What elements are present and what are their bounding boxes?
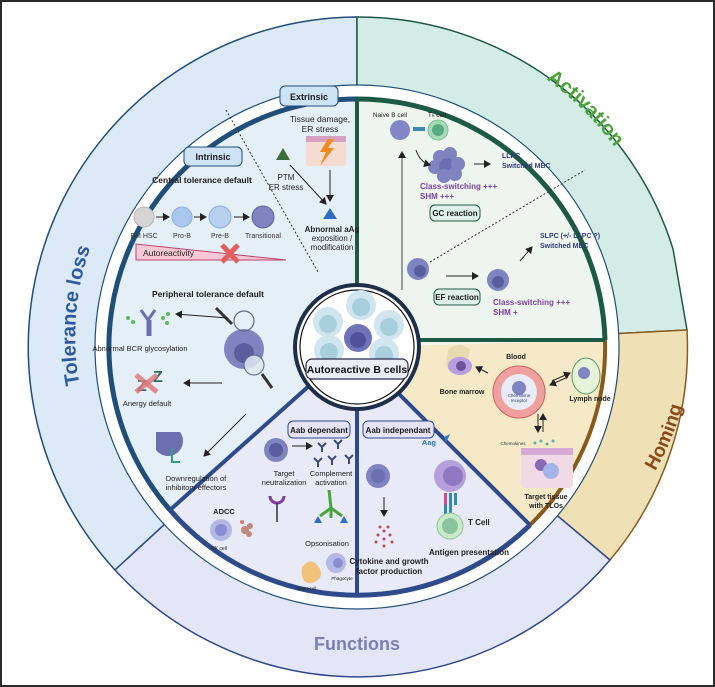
extrinsic-group: Extrinsic Tissue damage, ER stress PTM E… <box>225 85 360 273</box>
gc-class-switching: Class-switching +++ <box>420 182 497 191</box>
activation-group: Naive B cell Tₕ cell LLPC Switched MBC C… <box>373 112 600 317</box>
naive-b-label: Naive B cell <box>373 112 408 119</box>
autoreactivity-label: Autoreactivity <box>143 248 195 258</box>
target-debris-icon <box>240 520 253 537</box>
receptor-neutralization-icon <box>268 495 286 522</box>
peripheral-title: Peripheral tolerance default <box>152 289 264 299</box>
blood-label: Blood <box>506 354 526 361</box>
ef-output-slpc: SLPC (+/- LLPC ?) <box>540 233 600 240</box>
aab-independant-pill: Aab independant <box>366 426 431 435</box>
ef-shm: SHM + <box>493 308 518 317</box>
th-cell-label: Tₕ cell <box>428 112 447 119</box>
intrinsic-group: Intrinsic Central tolerance default BM H… <box>130 146 287 264</box>
opsonisation-label: Opsonisation <box>305 539 349 548</box>
gc-b-cell-cluster-icon <box>428 147 465 183</box>
nk-cell-label: NK cell <box>211 546 227 552</box>
center-hub: Autoreactive B cells <box>293 283 421 411</box>
sector-tolerance <box>109 99 357 510</box>
target-tissue-icon <box>521 439 573 488</box>
aab-dependant-pill: Aab dependant <box>290 426 348 435</box>
cytokine-line1: Cytokine and growth <box>349 557 428 566</box>
ef-reaction-pill: EF reaction <box>435 293 479 302</box>
intrinsic-pill: Intrinsic <box>195 152 230 162</box>
chemokines-label: Chemokines <box>500 441 526 446</box>
center-label: Autoreactive B cells <box>307 364 408 376</box>
gc-reaction-pill: GC reaction <box>432 209 477 218</box>
cytokines-icon <box>374 525 394 548</box>
tissue-damage-line2: ER stress <box>302 124 339 134</box>
antigen-presentation-label: Antigen presentation <box>429 548 509 557</box>
abnormal-line2: exposition / <box>312 234 353 243</box>
ring-label-functions: Functions <box>314 634 400 654</box>
downreg-line2: inhibitory effectors <box>166 483 227 492</box>
lymph-node-icon <box>571 357 601 395</box>
lymph-node-label: Lymph node <box>569 396 610 403</box>
chemokine-receptor-line1: Chemokine <box>508 393 531 398</box>
complement-line1: Complement <box>310 469 353 478</box>
blue-triangle-icon <box>323 208 337 219</box>
cross-icon <box>220 243 240 264</box>
chemokine-receptor-line2: receptor <box>511 398 528 403</box>
b-cell-cluster-icon <box>313 290 404 368</box>
inhibitory-receptor-icon <box>156 432 183 456</box>
homing-group: Blood Chemokine receptor Bone marrow Lym… <box>440 345 611 510</box>
bcr-glycosylation-label: Abnormal BCR glycosylation <box>92 344 187 353</box>
aag-triangle-icon <box>444 434 450 443</box>
target-tissue-line2: with TLOs <box>528 503 563 510</box>
neutralization-line2: neutralization <box>262 478 307 487</box>
pro-b-cell-icon <box>171 206 193 228</box>
ptm-line2: ER stress <box>269 183 304 192</box>
naive-b-cell-icon <box>390 120 410 140</box>
complement-icon <box>314 489 348 523</box>
t-cell-label: T Cell <box>468 518 490 527</box>
divider-dotted <box>225 109 319 273</box>
gc-shm: SHM +++ <box>420 192 454 201</box>
neutralization-line1: Target <box>274 469 296 478</box>
stage-pro-b: Pro-B <box>173 233 191 240</box>
stage-transitional: Transitional <box>245 233 281 240</box>
aag-label: Aag <box>422 438 437 447</box>
sector-activation <box>357 99 605 347</box>
abnormal-line3: modification <box>311 243 354 252</box>
anergy-icon: Z Z <box>134 369 163 395</box>
cytokine-line2: factor production <box>356 567 422 576</box>
pre-b-cell-icon <box>208 205 232 229</box>
bm-hsc-cell-icon <box>133 206 155 228</box>
complement-line2: activation <box>315 478 347 487</box>
adcc-label: ADCC <box>213 507 235 516</box>
ptm-line1: PTM <box>278 173 295 182</box>
blood-vessel-icon <box>492 365 546 419</box>
peripheral-group: Peripheral tolerance default Abnormal BC… <box>92 289 274 492</box>
ef-output-switched-mbc: Switched MBC <box>540 243 589 250</box>
ef-class-switching: Class-switching +++ <box>493 298 570 307</box>
aab-independant-group: Aab independant Cytokine and growth fact… <box>349 420 509 576</box>
abnormal-line1: Abnormal aAg <box>305 225 360 234</box>
glycosylated-bcr-icon <box>126 309 170 336</box>
stage-bm-hsc: BM HSC <box>130 233 157 240</box>
autoreactivity-wedge <box>135 243 287 261</box>
opsonised-target-cell-icon <box>301 561 321 584</box>
downreg-line1: Downregulation of <box>166 474 227 483</box>
antibodies-icon <box>313 439 354 467</box>
transitional-cell-icon <box>251 205 275 229</box>
target-cell-label: Target cell <box>296 586 317 591</box>
aab-dependant-group: Aab dependant Target neutralization Comp… <box>210 420 354 591</box>
bone-marrow-icon <box>446 345 472 375</box>
gc-output-switched-mbc: Switched MBC <box>502 163 551 170</box>
svg-text:Z: Z <box>153 369 163 386</box>
tissue-damage-line1: Tissue damage, <box>290 114 350 124</box>
autoreactive-b-cell-magnifier-icon <box>214 306 274 389</box>
tcr-mhc-icon <box>444 493 457 515</box>
gc-output-llpc: LLPC <box>502 153 520 160</box>
anergy-label: Anergy default <box>123 399 172 408</box>
central-tolerance-title: Central tolerance default <box>152 175 252 185</box>
green-triangle-icon <box>276 148 290 160</box>
extrinsic-pill: Extrinsic <box>290 92 328 102</box>
bone-marrow-label: Bone marrow <box>440 389 485 396</box>
phagocyte-label: Phagocyte <box>331 576 353 581</box>
stage-pre-b: Pre-B <box>211 233 229 240</box>
target-tissue-line1: Target tissue <box>524 494 567 501</box>
damaged-tissue-icon <box>306 136 346 166</box>
